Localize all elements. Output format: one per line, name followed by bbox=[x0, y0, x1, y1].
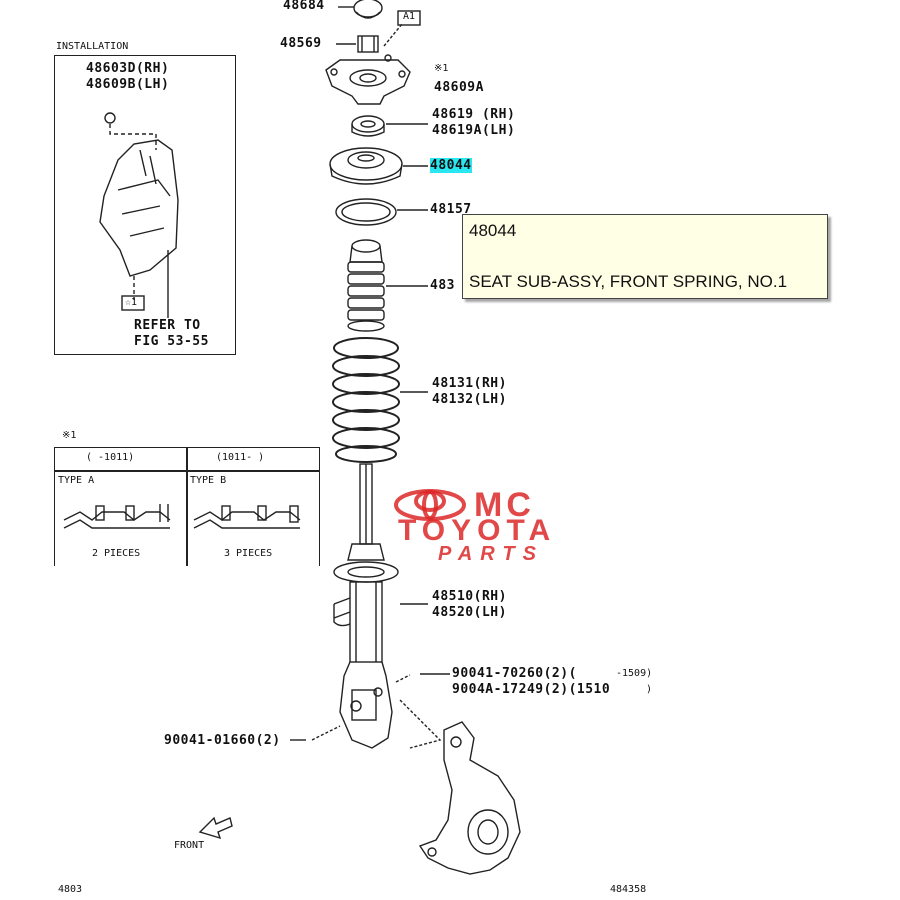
bump-stopper-part[interactable] bbox=[347, 239, 385, 332]
part-label-48609a[interactable]: 48609A bbox=[434, 80, 484, 95]
part-tooltip: 48044 SEAT SUB-ASSY, FRONT SPRING, NO.1 bbox=[462, 214, 828, 299]
clip-type-table bbox=[54, 447, 320, 566]
type-b-label: TYPE B bbox=[190, 475, 227, 486]
steering-knuckle-part[interactable] bbox=[418, 721, 521, 875]
tooltip-description: SEAT SUB-ASSY, FRONT SPRING, NO.1 bbox=[469, 272, 788, 291]
shock-absorber-part[interactable] bbox=[333, 463, 399, 749]
table-col1-header: ( -1011) bbox=[86, 452, 135, 463]
bolt2-range: ) bbox=[646, 684, 653, 695]
part-label-48569[interactable]: 48569 bbox=[280, 36, 322, 51]
type-a-pieces: 2 PIECES bbox=[92, 548, 141, 559]
toyota-logo-watermark bbox=[394, 489, 466, 521]
part-label-483-partial[interactable]: 483 bbox=[430, 278, 455, 293]
type-a-clip-illustration bbox=[63, 504, 171, 529]
spring-insulator-part[interactable] bbox=[335, 198, 397, 226]
table-divider-vertical bbox=[186, 448, 188, 566]
ref-mark-a1: A1 bbox=[403, 11, 416, 22]
front-label: FRONT bbox=[174, 840, 205, 851]
bolt-label-90041-01660[interactable]: 90041-01660(2) bbox=[164, 733, 281, 748]
part-label-48684[interactable]: 48684 bbox=[283, 0, 325, 13]
footer-left-code: 4803 bbox=[58, 884, 83, 895]
type-b-clip-illustration bbox=[193, 505, 301, 529]
part-label-48619a[interactable]: 48619A(LH) bbox=[432, 123, 516, 138]
front-arrow-icon bbox=[198, 816, 233, 840]
type-a-label: TYPE A bbox=[58, 475, 95, 486]
coil-spring-part[interactable] bbox=[332, 337, 400, 463]
star-mark-installation: ☆1 bbox=[125, 297, 138, 308]
refer-to-label: REFER TO bbox=[134, 318, 201, 333]
watermark-parts: PARTS bbox=[438, 543, 544, 565]
note-mark-table: ※1 bbox=[62, 430, 77, 441]
part-label-48520[interactable]: 48520(LH) bbox=[432, 605, 507, 620]
table-col2-header: (1011- ) bbox=[216, 452, 265, 463]
part-label-48131[interactable]: 48131(RH) bbox=[432, 376, 507, 391]
part-label-48157[interactable]: 48157 bbox=[430, 202, 472, 217]
table-divider-horizontal bbox=[55, 470, 319, 472]
bolt-label-90041-70260[interactable]: 90041-70260(2)( bbox=[452, 666, 577, 681]
part-label-48603[interactable]: 48603D(RH) bbox=[86, 61, 170, 76]
bolt1-range: -1509) bbox=[616, 668, 653, 679]
footer-right-code: 484358 bbox=[610, 884, 647, 895]
bolt-label-9004a-17249[interactable]: 9004A-17249(2)(1510 bbox=[452, 682, 611, 697]
spring-seat-part[interactable] bbox=[329, 147, 403, 185]
part-label-48609b[interactable]: 48609B(LH) bbox=[86, 77, 170, 92]
fig-reference-label: FIG 53-55 bbox=[134, 334, 209, 349]
part-label-48510[interactable]: 48510(RH) bbox=[432, 589, 507, 604]
note-mark-top: ※1 bbox=[434, 63, 449, 74]
installation-heading: INSTALLATION bbox=[56, 41, 129, 52]
support-mount-part[interactable] bbox=[325, 54, 411, 105]
dust-cap-part[interactable] bbox=[353, 0, 383, 19]
type-b-pieces: 3 PIECES bbox=[224, 548, 273, 559]
tooltip-part-number: 48044 bbox=[469, 221, 517, 240]
part-label-48132[interactable]: 48132(LH) bbox=[432, 392, 507, 407]
part-label-48044-selected[interactable]: 48044 bbox=[430, 158, 472, 173]
nut-part[interactable] bbox=[357, 35, 379, 53]
bearing-part[interactable] bbox=[351, 115, 385, 137]
watermark-mc: MC bbox=[474, 486, 535, 524]
watermark-toyota: TOYOTA bbox=[398, 514, 557, 547]
installation-illustration bbox=[99, 112, 179, 318]
part-label-48619[interactable]: 48619 (RH) bbox=[432, 107, 516, 122]
installation-box bbox=[54, 55, 236, 355]
